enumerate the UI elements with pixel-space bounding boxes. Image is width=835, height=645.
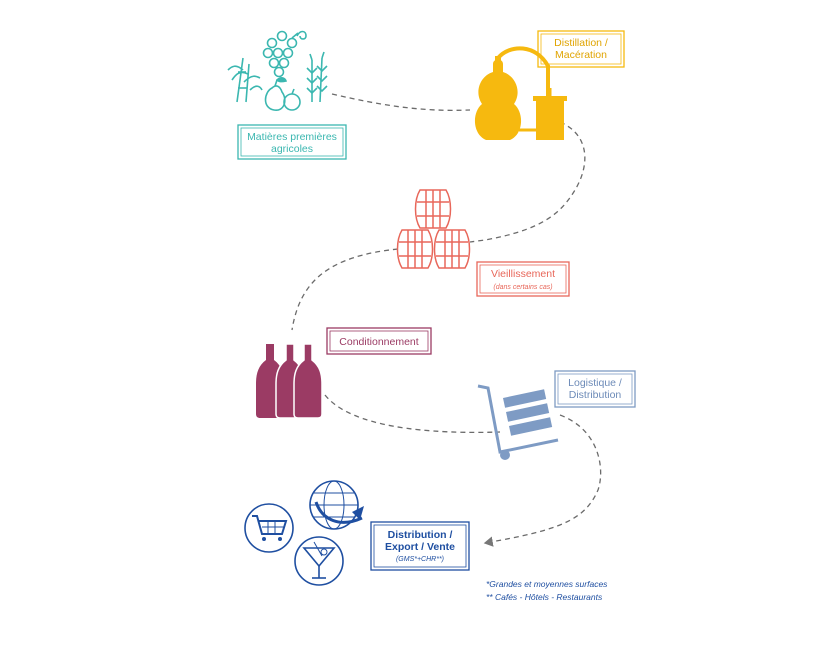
- aging-note: (dans certains cas): [493, 284, 552, 291]
- distillation-label-line2: Macération: [555, 49, 607, 61]
- flow-path: [291, 93, 602, 547]
- logistics-label-line2: Distribution: [569, 389, 622, 401]
- raw-materials-icon-group: [227, 30, 328, 111]
- packaging-label: Conditionnement: [339, 336, 418, 348]
- logistics-label-box: Logistique / Distribution: [554, 370, 636, 408]
- raw-materials-label-box: Matières premières agricoles: [237, 124, 347, 160]
- barrel-right: [433, 229, 471, 269]
- distillation-label-line1: Distillation /: [554, 37, 608, 49]
- distillation-label-box: Distillation / Macération: [537, 30, 625, 68]
- wheat-icon: [306, 51, 328, 103]
- globe-plane-icon: [309, 480, 364, 530]
- sugarcane-icon: [227, 57, 263, 103]
- logistics-label-line1: Logistique /: [568, 377, 622, 389]
- barrels-icon: [396, 189, 471, 269]
- barrel-left: [396, 229, 434, 269]
- bottles-icon: [256, 343, 323, 419]
- raw-materials-label-line1: Matières premières: [247, 131, 337, 143]
- hand-truck-icon: [477, 384, 559, 460]
- sales-note: (GMS*+CHR**): [396, 556, 444, 563]
- sales-label-line2: Export / Vente: [385, 541, 455, 553]
- barrel-top: [414, 189, 452, 229]
- sales-label-box: Distribution / Export / Vente (GMS*+CHR*…: [370, 521, 470, 571]
- packaging-label-box: Conditionnement: [326, 327, 432, 355]
- cocktail-glass-icon: [294, 536, 344, 586]
- aging-label: Vieillissement: [491, 268, 555, 280]
- sales-label-line1: Distribution /: [388, 529, 453, 541]
- grapes-icon: [262, 30, 307, 78]
- aging-label-box: Vieillissement (dans certains cas): [476, 261, 570, 297]
- footnote-chr: ** Cafés - Hôtels - Restaurants: [486, 592, 603, 602]
- shopping-cart-icon: [244, 503, 294, 553]
- raw-materials-label-line2: agricoles: [271, 143, 313, 155]
- still-icon: [474, 46, 567, 140]
- footnote-gms: *Grandes et moyennes surfaces: [486, 579, 608, 589]
- pear-apple-icon: [264, 76, 301, 111]
